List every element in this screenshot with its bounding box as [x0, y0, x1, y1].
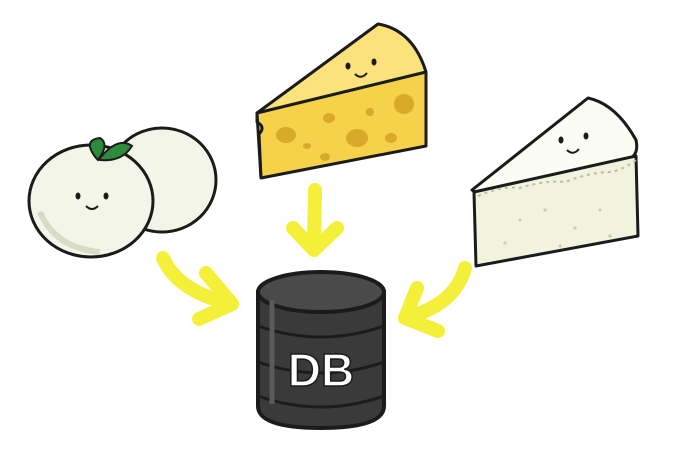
basil-leaf-icon	[89, 136, 134, 162]
swiss-face	[345, 58, 377, 78]
mozzarella-face	[75, 192, 109, 210]
arrow-mozzarella-to-db	[156, 251, 239, 326]
mozzarella-cheese-icon	[27, 126, 218, 259]
brie-cheese-icon	[470, 96, 640, 268]
brie-face	[558, 132, 589, 154]
swiss-cheese-icon	[255, 22, 428, 180]
arrow-swiss-to-db	[286, 183, 344, 257]
database-cylinder-icon	[256, 270, 386, 431]
arrow-brie-to-db	[398, 261, 472, 338]
database-label: DB	[288, 344, 354, 396]
